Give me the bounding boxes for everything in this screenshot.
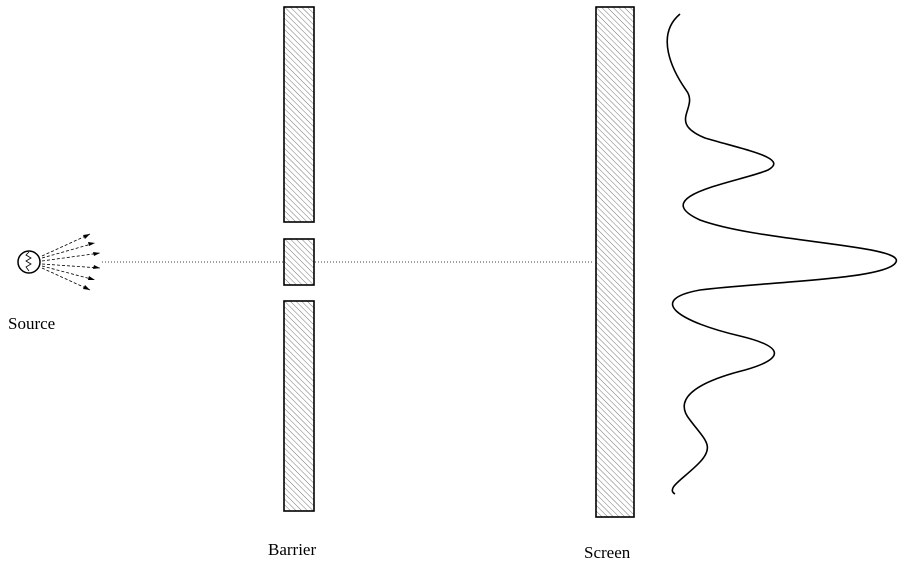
barrier-middle-segment [283,238,315,286]
screen [595,6,635,518]
source-squiggle [25,251,32,272]
source-label: Source [8,314,56,333]
barrier-label: Barrier [268,540,317,559]
ray-4 [41,263,101,269]
source-circle [17,250,41,274]
barrier [283,6,315,512]
arrowhead-3 [93,252,100,256]
ray-arrowheads [83,234,100,290]
light-source [17,250,41,274]
arrowhead-1 [83,234,90,239]
ray-6 [41,267,91,291]
source-rays [41,233,101,291]
ray-1 [41,233,91,257]
screen-label: Screen [584,543,631,562]
ray-2 [41,242,96,259]
arrowhead-2 [88,242,95,246]
arrowhead-5 [88,276,95,280]
arrowhead-4 [93,265,100,269]
interference-pattern-curve [666,13,897,495]
arrowhead-6 [83,285,90,290]
barrier-top-segment [283,6,315,223]
barrier-bottom-segment [283,300,315,512]
ray-3 [41,252,101,262]
ray-5 [41,265,96,281]
